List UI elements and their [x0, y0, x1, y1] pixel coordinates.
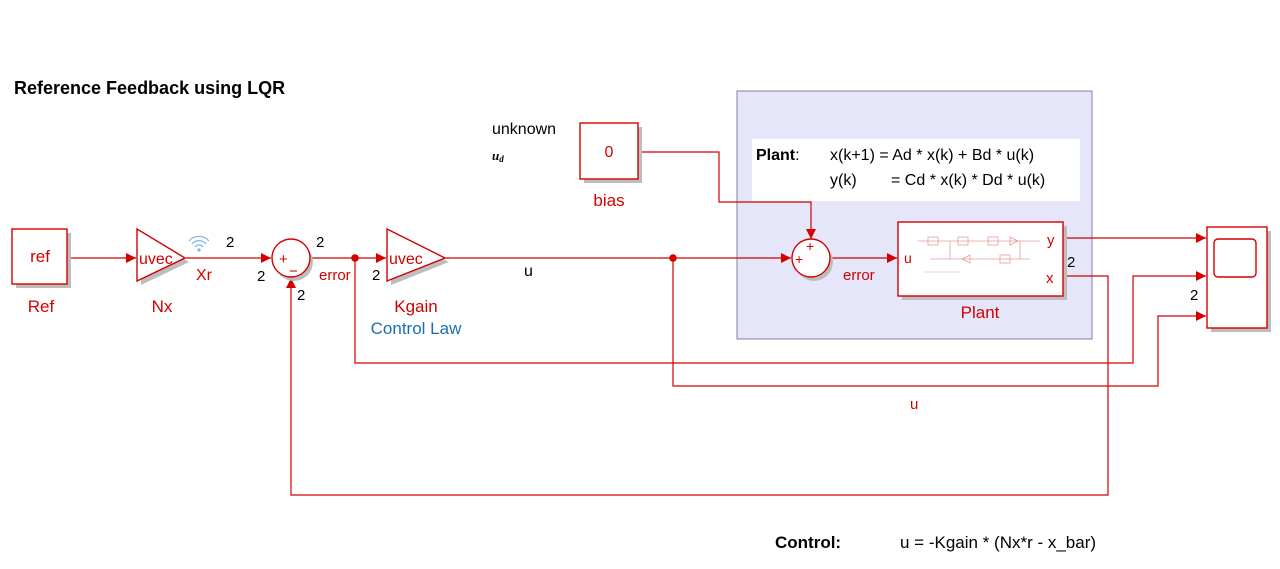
wire-error-to-scope[interactable] [354, 258, 1206, 364]
signal-label-u-scope: u [910, 396, 918, 413]
svg-text:Plant:: Plant: [756, 147, 800, 164]
bias-constant-block[interactable]: 0 [579, 122, 642, 183]
scope-screen-icon [1213, 238, 1257, 278]
disturbance-text: unknown [492, 121, 556, 138]
signal-label-error-1: error [319, 267, 351, 284]
control-heading: Control: [775, 533, 841, 552]
plant-label: Plant [961, 303, 1000, 322]
dim-scope-in: 2 [1190, 287, 1198, 304]
plant-subsystem-block[interactable]: u y x [897, 221, 1067, 300]
dim-plant-x: 2 [1067, 254, 1075, 271]
plant-preview-icon [918, 236, 1040, 273]
kgain-label: Kgain [394, 297, 437, 316]
ref-block-content: ref [30, 247, 50, 266]
plant-area[interactable] [736, 90, 1093, 340]
disturbance-symbol: u [492, 148, 499, 163]
plant-equations-heading: Plant [756, 147, 796, 164]
sum1-sign-minus: − [289, 263, 298, 280]
wire-state-feedback[interactable] [286, 275, 1109, 496]
wire-bias-to-sum2[interactable] [638, 151, 816, 239]
plant-equations-annotation: Plant: x(k+1) = Ad * x(k) + Bd * u(k) y(… [752, 139, 1080, 201]
dim-sum1-out: 2 [316, 234, 324, 251]
dim-kgain-in: 2 [372, 267, 380, 284]
scope-block[interactable] [1206, 226, 1271, 332]
plant-equations-background [752, 139, 1080, 201]
sum2-sign-left: + [795, 251, 803, 267]
signal-lines [70, 151, 1206, 496]
diagram-title: Reference Feedback using LQR [14, 78, 285, 98]
plant-equation-state: x(k+1) = Ad * x(k) + Bd * u(k) [830, 147, 1034, 164]
bias-label: bias [593, 191, 624, 210]
dim-nx-out: 2 [226, 234, 234, 251]
sum2-sign-top: + [806, 238, 814, 254]
branch-point-u [669, 254, 677, 262]
signal-label-xr: Xr [196, 267, 213, 284]
plant-port-u: u [904, 250, 912, 266]
branch-point-error [351, 254, 359, 262]
dim-sum1-feedback: 2 [297, 287, 305, 304]
plant-port-x: x [1046, 270, 1054, 287]
sum2-block[interactable]: + + [791, 238, 833, 281]
plant-equation-output-rhs: = Cd * x(k) * Dd * u(k) [891, 172, 1045, 189]
signal-label-error-2: error [843, 267, 875, 284]
control-equation: u = -Kgain * (Nx*r - x_bar) [900, 533, 1096, 552]
plant-port-y: y [1047, 232, 1055, 249]
nx-gain-label: Nx [152, 297, 173, 316]
signal-label-u: u [524, 263, 533, 280]
wire-u-to-scope[interactable] [672, 258, 1206, 387]
control-law-label: Control Law [371, 319, 462, 338]
svg-text:ud: ud [492, 148, 504, 164]
sum1-sign-plus: + [279, 251, 288, 268]
dim-sum1-in: 2 [257, 268, 265, 285]
nx-gain-content: uvec [139, 251, 173, 268]
nx-gain-block[interactable]: uvec [136, 227, 189, 285]
ref-block-label: Ref [28, 297, 55, 316]
plant-equations-colon: : [795, 147, 799, 164]
signal-logging-icon[interactable] [188, 235, 210, 252]
kgain-block[interactable]: uvec [386, 227, 449, 285]
ref-block[interactable]: ref [11, 228, 71, 288]
bias-value: 0 [605, 144, 614, 161]
plant-equation-output-lhs: y(k) [830, 172, 857, 189]
kgain-content: uvec [389, 251, 423, 268]
disturbance-subscript: d [499, 154, 504, 164]
sum1-block[interactable]: + − [271, 238, 313, 281]
